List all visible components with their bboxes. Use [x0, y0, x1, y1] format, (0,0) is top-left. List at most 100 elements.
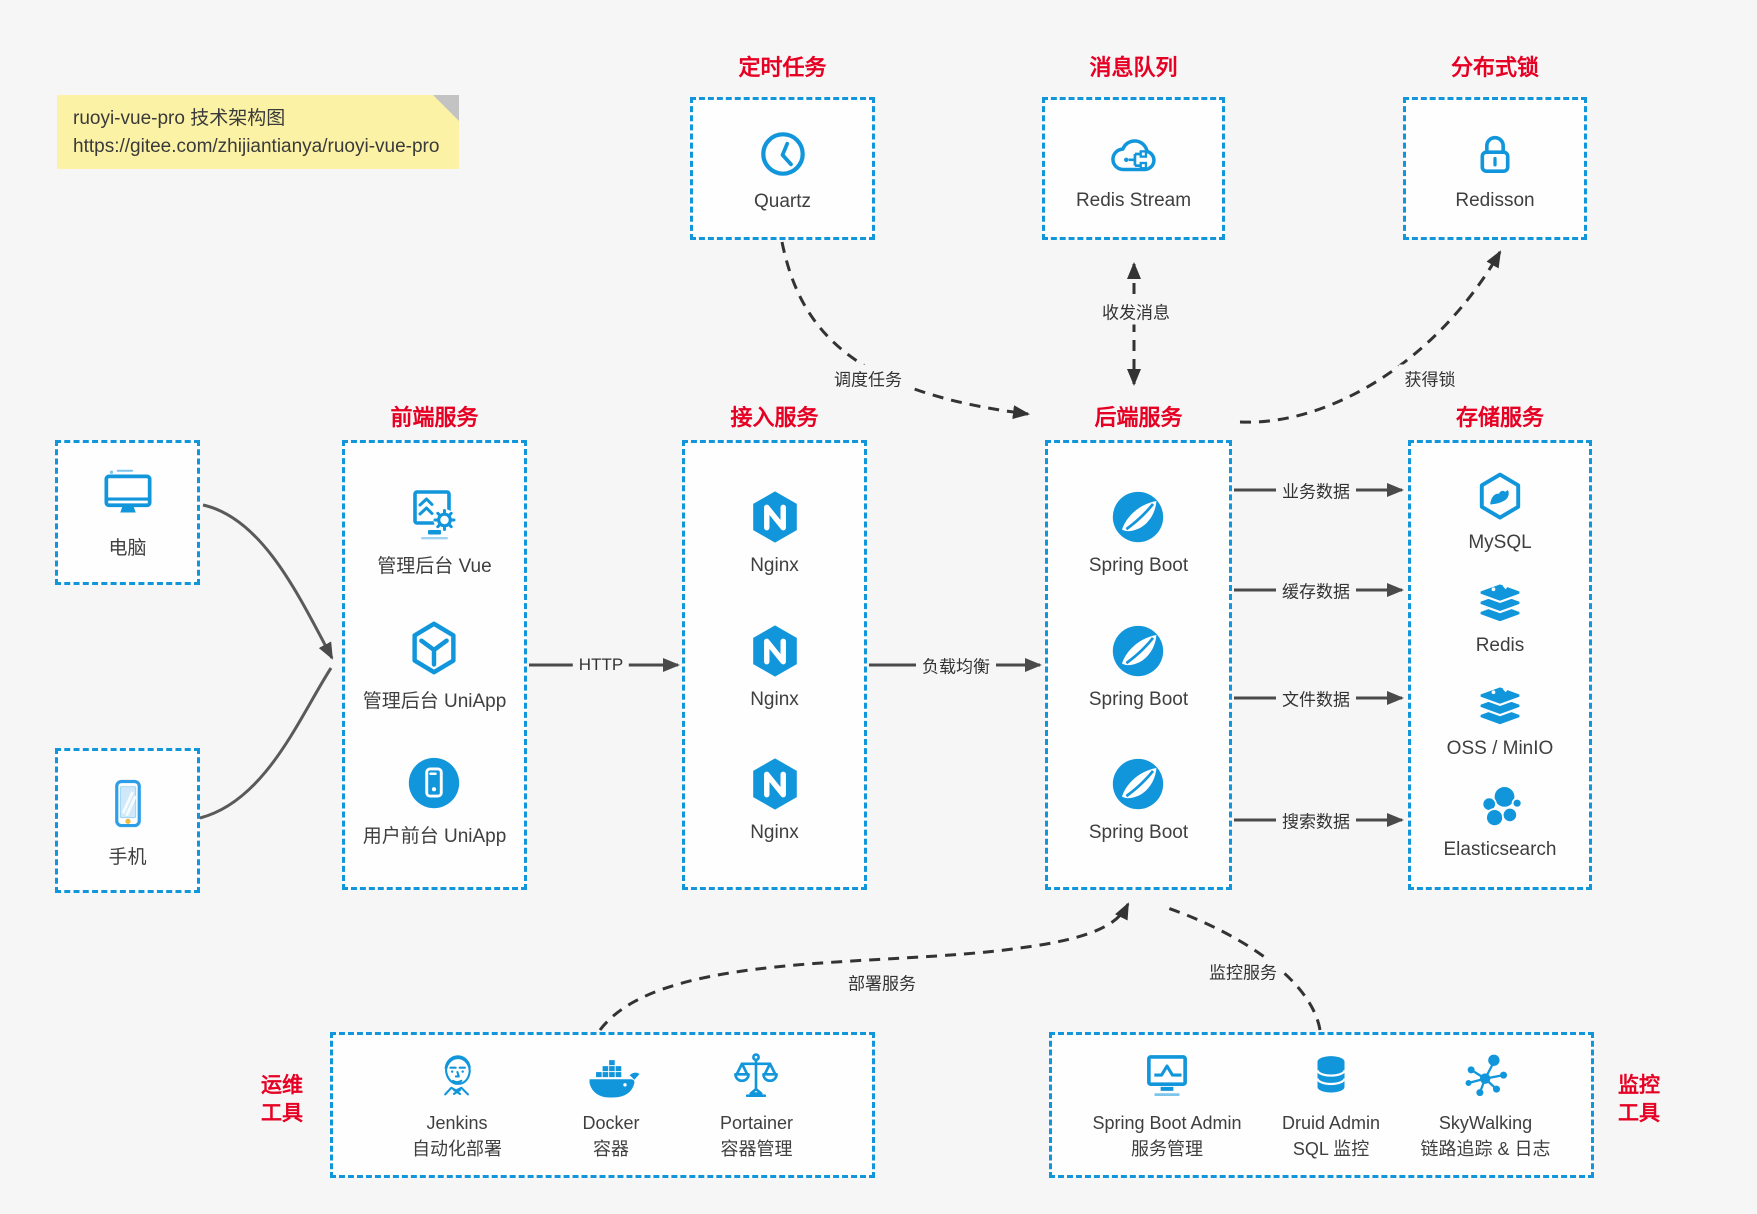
clock-icon	[760, 132, 805, 176]
docker-item: Docker 容器	[581, 1048, 641, 1161]
backend-box: Spring Boot Spring Boot Spring Boot	[1045, 440, 1232, 890]
monitor-pulse-icon	[1147, 1055, 1187, 1097]
pc-label: 电脑	[108, 537, 147, 559]
computer-icon	[103, 469, 152, 512]
nginx-item-1: Nginx	[744, 486, 806, 577]
user-uniapp-item: 用户前台 UniApp	[363, 752, 506, 848]
docker-whale-icon	[589, 1060, 640, 1098]
redisson-label: Redisson	[1455, 190, 1535, 211]
group-title-scheduler: 定时任务	[738, 55, 827, 80]
ops-tools-box: Jenkins 自动化部署 Docker 容器	[330, 1032, 875, 1178]
nginx-item-3: Nginx	[744, 753, 806, 844]
spring-boot-icon	[1113, 491, 1164, 542]
jenkins-label: Jenkins 自动化部署	[411, 1113, 502, 1159]
redisson-item: Redisson	[1455, 125, 1535, 212]
note-title: ruoyi-vue-pro 技术架构图	[73, 108, 286, 129]
spring-boot-icon	[1113, 759, 1164, 810]
skywalking-label: SkyWalking 链路追踪 & 日志	[1420, 1113, 1551, 1159]
druid-admin-item: Druid Admin SQL 监控	[1282, 1048, 1380, 1161]
edge-label-deploy: 部署服务	[842, 968, 922, 996]
mysql-icon	[1479, 472, 1521, 520]
edge-label-biz-data: 业务数据	[1276, 476, 1356, 504]
spring-boot-admin-label: Spring Boot Admin 服务管理	[1092, 1113, 1242, 1159]
edge-label-search-data: 搜索数据	[1276, 806, 1356, 834]
sticky-note: ruoyi-vue-pro 技术架构图 https://gitee.com/zh…	[57, 95, 459, 169]
redis-stream-item: Redis Stream	[1076, 125, 1191, 212]
spring-boot-icon	[1113, 625, 1164, 676]
nginx-label-3: Nginx	[750, 822, 799, 844]
uniapp-hexagon-icon	[412, 621, 457, 675]
database-icon	[1316, 1056, 1346, 1093]
scheduler-box: Quartz	[690, 97, 875, 240]
edge-label-http: HTTP	[572, 654, 630, 676]
nginx-icon	[752, 758, 797, 810]
edge-pc-to-frontend	[202, 503, 334, 660]
lock-icon	[1480, 135, 1510, 174]
spring-boot-admin-item: Spring Boot Admin 服务管理	[1092, 1048, 1242, 1161]
admin-uniapp-label: 管理后台 UniApp	[362, 691, 507, 712]
elasticsearch-icon	[1481, 785, 1523, 828]
edge-deploy	[598, 902, 1130, 1031]
nginx-label-2: Nginx	[750, 688, 799, 710]
group-title-gateway: 接入服务	[730, 405, 819, 430]
note-fold-corner	[433, 95, 459, 121]
monitoring-tools-box: Spring Boot Admin 服务管理 Druid Admin SQL 监…	[1049, 1032, 1594, 1178]
spring-boot-label-1: Spring Boot	[1088, 554, 1189, 576]
quartz-item: Quartz	[753, 124, 813, 213]
note-url: https://gitee.com/zhijiantianya/ruoyi-vu…	[73, 135, 440, 157]
jenkins-icon	[444, 1055, 471, 1096]
nginx-label-1: Nginx	[750, 554, 799, 576]
redis-label: Redis	[1475, 635, 1525, 656]
spring-boot-item-3: Spring Boot	[1089, 753, 1188, 844]
storage-box: MySQL Redis	[1408, 440, 1592, 890]
nginx-item-2: Nginx	[744, 620, 806, 711]
uniapp-circle-icon	[409, 757, 460, 809]
jenkins-item: Jenkins 自动化部署	[412, 1048, 502, 1161]
edge-acquire-lock	[1239, 250, 1502, 424]
group-title-storage: 存储服务	[1455, 405, 1544, 430]
oss-minio-label: OSS / MinIO	[1446, 738, 1554, 759]
edge-label-monitor: 监控服务	[1203, 957, 1283, 985]
ops-tools-title: 运维 工具	[261, 1074, 303, 1126]
pc-box: 电脑	[55, 440, 200, 585]
spring-boot-item-2: Spring Boot	[1089, 620, 1188, 711]
portainer-label: Portainer 容器管理	[719, 1113, 793, 1159]
group-title-mq: 消息队列	[1089, 55, 1178, 80]
frontend-box: 管理后台 Vue 管理后台 UniApp 用户前台 UniApp	[342, 440, 527, 890]
spring-boot-item-1: Spring Boot	[1089, 486, 1188, 577]
nginx-icon	[752, 491, 797, 543]
admin-vue-label: 管理后台 Vue	[377, 556, 492, 577]
oss-minio-item: OSS / MinIO	[1446, 675, 1554, 760]
mq-box: Redis Stream	[1042, 97, 1225, 240]
quartz-label: Quartz	[753, 191, 812, 212]
pc-item: 电脑	[95, 466, 161, 560]
phone-label: 手机	[108, 846, 147, 868]
mysql-label: MySQL	[1468, 532, 1532, 553]
nginx-icon	[752, 624, 797, 677]
edge-phone-to-frontend	[199, 667, 333, 820]
elasticsearch-label: Elasticsearch	[1443, 839, 1557, 860]
edge-label-cache-data: 缓存数据	[1276, 576, 1356, 604]
skywalking-item: SkyWalking 链路追踪 & 日志	[1421, 1048, 1551, 1161]
group-title-lock: 分布式锁	[1450, 55, 1539, 80]
spring-boot-label-3: Spring Boot	[1088, 822, 1189, 844]
docker-label: Docker 容器	[582, 1113, 640, 1159]
redis-stream-label: Redis Stream	[1075, 190, 1192, 211]
edge-label-schedule: 调度任务	[828, 364, 908, 392]
scales-icon	[734, 1053, 779, 1098]
elasticsearch-item: Elasticsearch	[1444, 778, 1557, 861]
monitoring-tools-title: 监控 工具	[1618, 1074, 1660, 1126]
edge-label-load-balance: 负载均衡	[916, 651, 996, 679]
admin-vue-icon	[413, 490, 456, 540]
redis-stack-icon	[1478, 582, 1522, 624]
gateway-box: Nginx Nginx Nginx	[682, 440, 867, 890]
lock-box: Redisson	[1403, 97, 1587, 240]
phone-icon	[114, 779, 141, 827]
mysql-item: MySQL	[1468, 469, 1532, 554]
admin-uniapp-item: 管理后台 UniApp	[362, 617, 507, 713]
spring-boot-label-2: Spring Boot	[1088, 688, 1189, 710]
portainer-item: Portainer 容器管理	[720, 1048, 793, 1161]
phone-box: 手机	[55, 748, 200, 893]
phone-item: 手机	[98, 773, 158, 869]
